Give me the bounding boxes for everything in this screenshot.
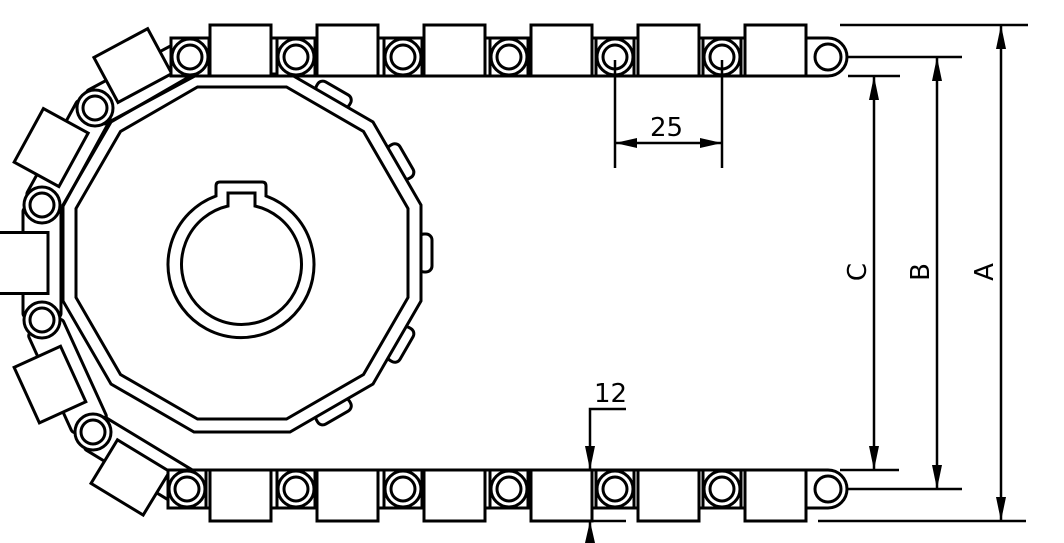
chain-plate (12, 344, 88, 425)
thickness-label: 12 (594, 379, 627, 409)
chain-plate (208, 468, 273, 523)
pitch-label: 25 (650, 113, 683, 143)
roller-inner (389, 475, 417, 503)
chain (0, 23, 849, 523)
dimensions: 25 12 A B C (578, 23, 1028, 543)
roller-inner (389, 43, 417, 71)
chain-plate (529, 23, 594, 78)
chain-plate (91, 26, 174, 105)
roller-inner (81, 94, 109, 122)
roller-inner (173, 475, 201, 503)
chain-plate (0, 231, 50, 295)
roller-inner (28, 306, 56, 334)
roller-inner (28, 191, 56, 219)
chain-plate (422, 23, 487, 78)
roller-inner (282, 475, 310, 503)
bore-with-keyway (180, 191, 303, 326)
chain-plate (315, 23, 380, 78)
roller-inner (708, 475, 736, 503)
sprocket-inner-rim (74, 85, 410, 421)
dim-a-label: A (970, 263, 1000, 281)
sprocket-outer-rim (61, 72, 423, 434)
chain-plate (743, 468, 808, 523)
dim-c-label: C (843, 263, 873, 281)
chain-end-pin (813, 474, 843, 504)
thickness-leader (588, 407, 626, 470)
chain-plate (12, 106, 91, 189)
chain-plate (208, 23, 273, 78)
roller-inner (495, 43, 523, 71)
chain-plate (529, 468, 594, 523)
wrapped-link (0, 206, 63, 319)
roller-inner (282, 43, 310, 71)
roller-inner (601, 475, 629, 503)
sprocket (61, 72, 434, 434)
chain-plate (636, 468, 701, 523)
roller-inner (79, 418, 107, 446)
pitch-arrowheads (615, 138, 722, 148)
chain-plate (636, 23, 701, 78)
top-chain-band (190, 36, 849, 78)
bottom-chain-band (190, 468, 849, 510)
chain-plate (743, 23, 808, 78)
roller-inner (495, 475, 523, 503)
chain-plate (88, 437, 172, 518)
chain-plate (422, 468, 487, 523)
roller-inner (176, 43, 204, 71)
chain-end-pin (813, 42, 843, 72)
dim-b-label: B (906, 263, 936, 281)
hub-outer-ring (166, 180, 316, 340)
chain-plate (315, 468, 380, 523)
